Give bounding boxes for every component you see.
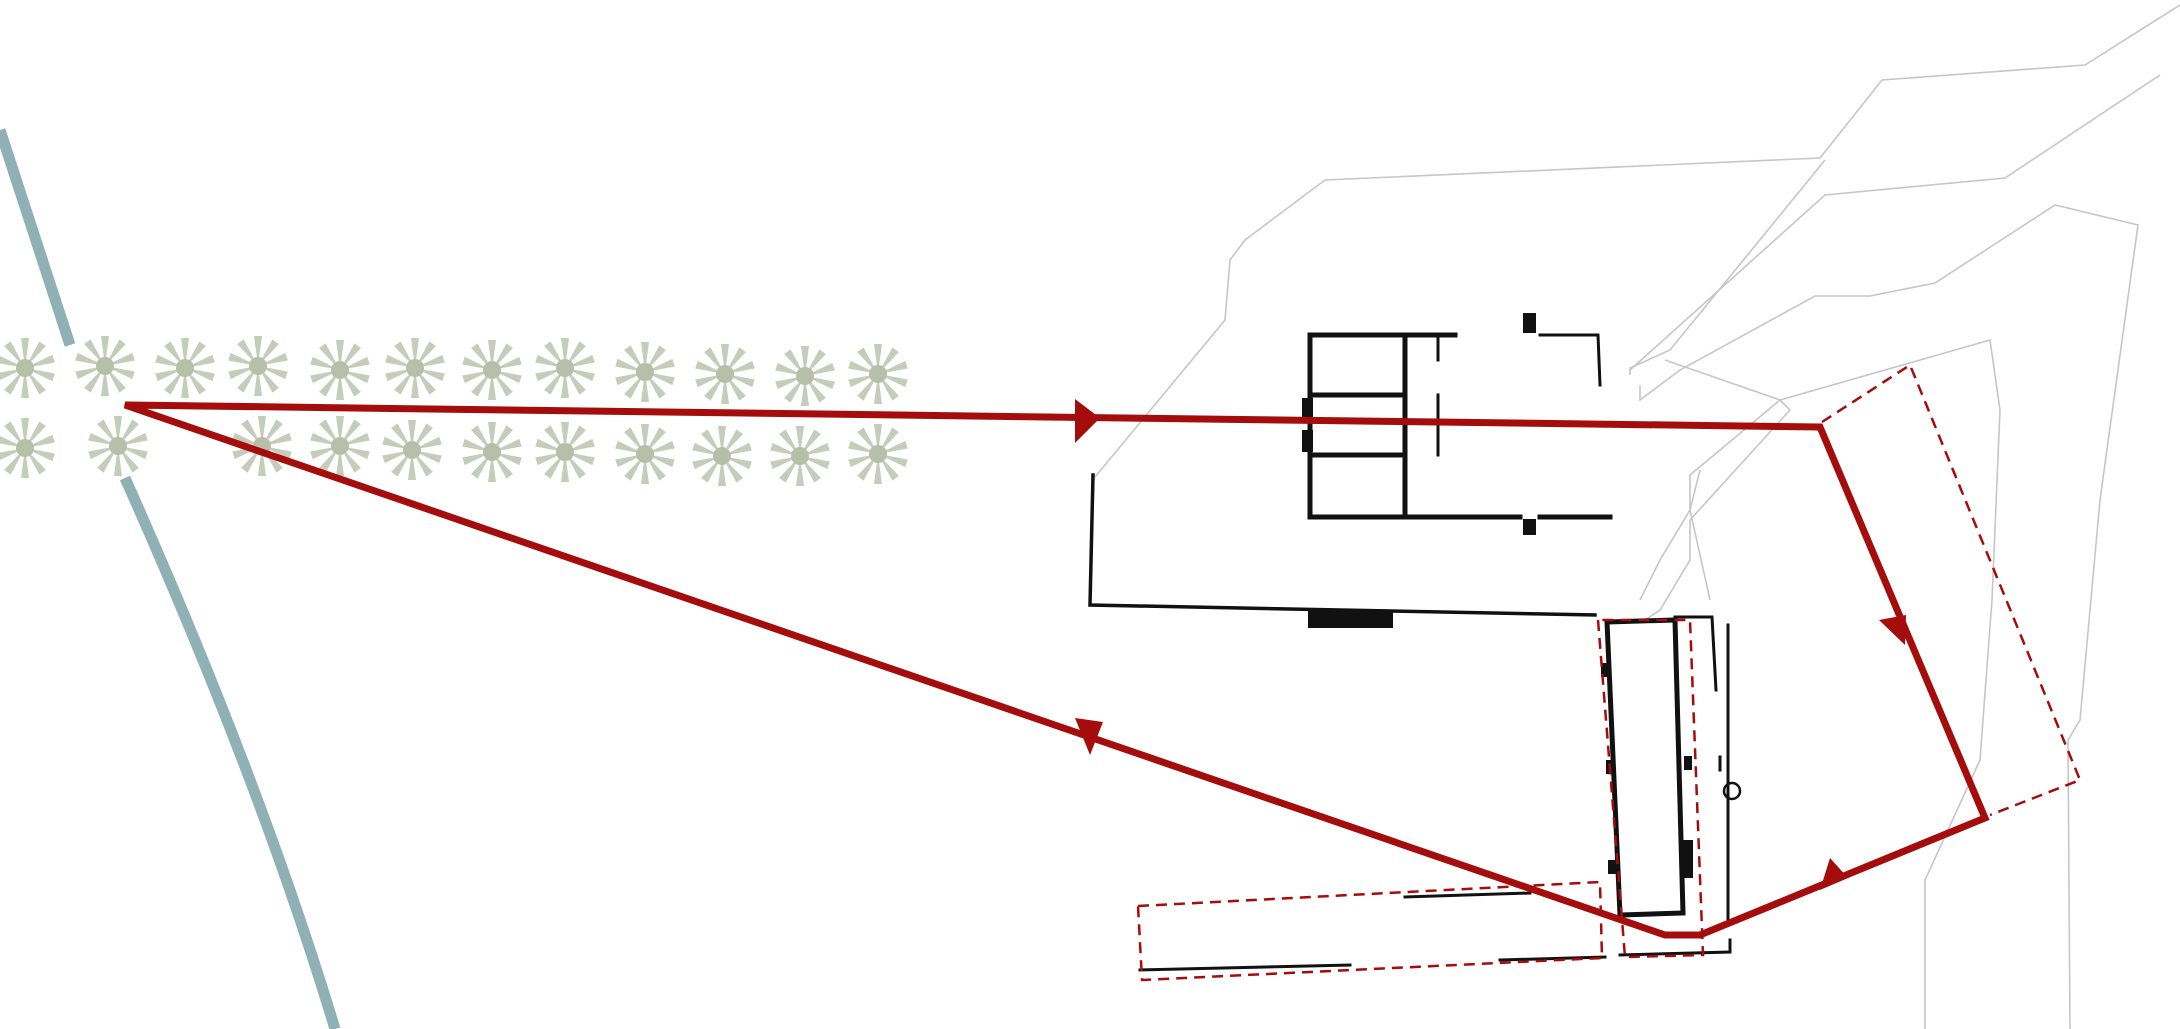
route-arrow-east	[1075, 399, 1100, 443]
walking-route	[123, 399, 1990, 939]
terrain-contours	[1094, 4, 2180, 1029]
route-arrow-northwest	[1075, 718, 1103, 755]
route-arrow-south	[1879, 615, 1906, 645]
dashed-outline-areas	[1136, 363, 2082, 982]
building-walls	[1088, 332, 1732, 972]
water-course	[0, 128, 341, 1029]
route-arrow-southwest	[1820, 858, 1848, 890]
well-marker	[1722, 781, 1742, 801]
solid-wall-blocks	[1302, 313, 1693, 878]
